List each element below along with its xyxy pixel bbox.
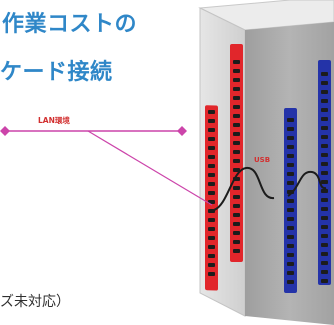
outlet-port bbox=[208, 128, 215, 132]
pdu-blue-center bbox=[284, 108, 297, 293]
lan-endpoint-right-icon bbox=[177, 126, 187, 136]
outlet-port bbox=[321, 126, 328, 130]
outlet-port bbox=[321, 243, 328, 247]
outlet-port bbox=[321, 252, 328, 256]
outlet-port bbox=[287, 145, 294, 149]
outlet-port bbox=[287, 136, 294, 140]
outlet-port bbox=[233, 195, 240, 199]
outlet-port bbox=[321, 279, 328, 283]
outlet-port bbox=[233, 123, 240, 127]
outlet-port bbox=[208, 155, 215, 159]
outlet-port bbox=[208, 191, 215, 195]
outlet-port bbox=[233, 150, 240, 154]
outlet-port bbox=[287, 118, 294, 122]
outlet-port bbox=[233, 159, 240, 163]
outlet-port bbox=[233, 213, 240, 217]
outlet-port bbox=[233, 96, 240, 100]
outlet-port bbox=[321, 90, 328, 94]
outlet-port bbox=[321, 207, 328, 211]
outlet-port bbox=[321, 81, 328, 85]
outlet-port bbox=[287, 235, 294, 239]
outlet-port bbox=[208, 227, 215, 231]
lan-label: LAN環境 bbox=[38, 115, 70, 125]
lan-line-diagonal bbox=[87, 130, 213, 206]
outlet-port bbox=[287, 163, 294, 167]
outlet-port bbox=[287, 154, 294, 158]
headline-line-1: 作業コストの bbox=[2, 12, 138, 37]
lan-endpoint-left-icon bbox=[0, 126, 10, 136]
pdu-red-left bbox=[205, 105, 218, 291]
outlet-port bbox=[287, 244, 294, 248]
outlet-port bbox=[321, 270, 328, 274]
outlet-port bbox=[287, 271, 294, 275]
outlet-port bbox=[233, 240, 240, 244]
outlet-port bbox=[208, 218, 215, 222]
outlet-port bbox=[321, 234, 328, 238]
outlet-port bbox=[321, 225, 328, 229]
outlet-port bbox=[233, 222, 240, 226]
outlet-port bbox=[287, 172, 294, 176]
outlet-port bbox=[208, 164, 215, 168]
outlet-port bbox=[233, 231, 240, 235]
outlet-port bbox=[321, 216, 328, 220]
outlet-port bbox=[287, 280, 294, 284]
outlet-port bbox=[208, 236, 215, 240]
outlet-port bbox=[233, 69, 240, 73]
headline-line-2: ケード接続 bbox=[0, 60, 113, 85]
outlet-port bbox=[287, 262, 294, 266]
outlet-port bbox=[208, 245, 215, 249]
outlet-port bbox=[208, 182, 215, 186]
outlet-port bbox=[233, 87, 240, 91]
outlet-port bbox=[233, 78, 240, 82]
outlet-port bbox=[287, 127, 294, 131]
outlet-port bbox=[287, 253, 294, 257]
outlet-port bbox=[208, 209, 215, 213]
outlet-port bbox=[233, 114, 240, 118]
outlet-port bbox=[233, 141, 240, 145]
outlet-port bbox=[321, 189, 328, 193]
outlet-port bbox=[208, 137, 215, 141]
outlet-port bbox=[287, 181, 294, 185]
outlet-port bbox=[208, 263, 215, 267]
outlet-port bbox=[321, 180, 328, 184]
outlet-port bbox=[208, 272, 215, 276]
outlet-port bbox=[208, 173, 215, 177]
pdu-blue-right bbox=[318, 60, 331, 285]
outlet-port bbox=[321, 117, 328, 121]
outlet-port bbox=[321, 99, 328, 103]
outlet-port bbox=[208, 146, 215, 150]
outlet-port bbox=[321, 144, 328, 148]
outlet-port bbox=[321, 162, 328, 166]
footnote: ズ未対応） bbox=[0, 294, 70, 310]
outlet-port bbox=[287, 226, 294, 230]
outlet-port bbox=[233, 186, 240, 190]
outlet-port bbox=[233, 249, 240, 253]
outlet-port bbox=[321, 72, 328, 76]
outlet-port bbox=[233, 132, 240, 136]
outlet-port bbox=[208, 119, 215, 123]
outlet-port bbox=[321, 171, 328, 175]
usb-label: USB bbox=[254, 156, 270, 164]
outlet-port bbox=[321, 135, 328, 139]
outlet-port bbox=[208, 254, 215, 258]
usb-cascade-cable-2 bbox=[287, 170, 327, 197]
pdu-red-center bbox=[230, 44, 243, 262]
outlet-port bbox=[233, 204, 240, 208]
outlet-port bbox=[233, 168, 240, 172]
outlet-port bbox=[208, 110, 215, 114]
outlet-port bbox=[287, 208, 294, 212]
outlet-port bbox=[233, 60, 240, 64]
outlet-port bbox=[287, 217, 294, 221]
outlet-port bbox=[321, 108, 328, 112]
outlet-port bbox=[321, 198, 328, 202]
outlet-port bbox=[321, 153, 328, 157]
outlet-port bbox=[287, 199, 294, 203]
usb-cascade-cable-1 bbox=[213, 167, 275, 211]
outlet-port bbox=[233, 105, 240, 109]
outlet-port bbox=[321, 261, 328, 265]
